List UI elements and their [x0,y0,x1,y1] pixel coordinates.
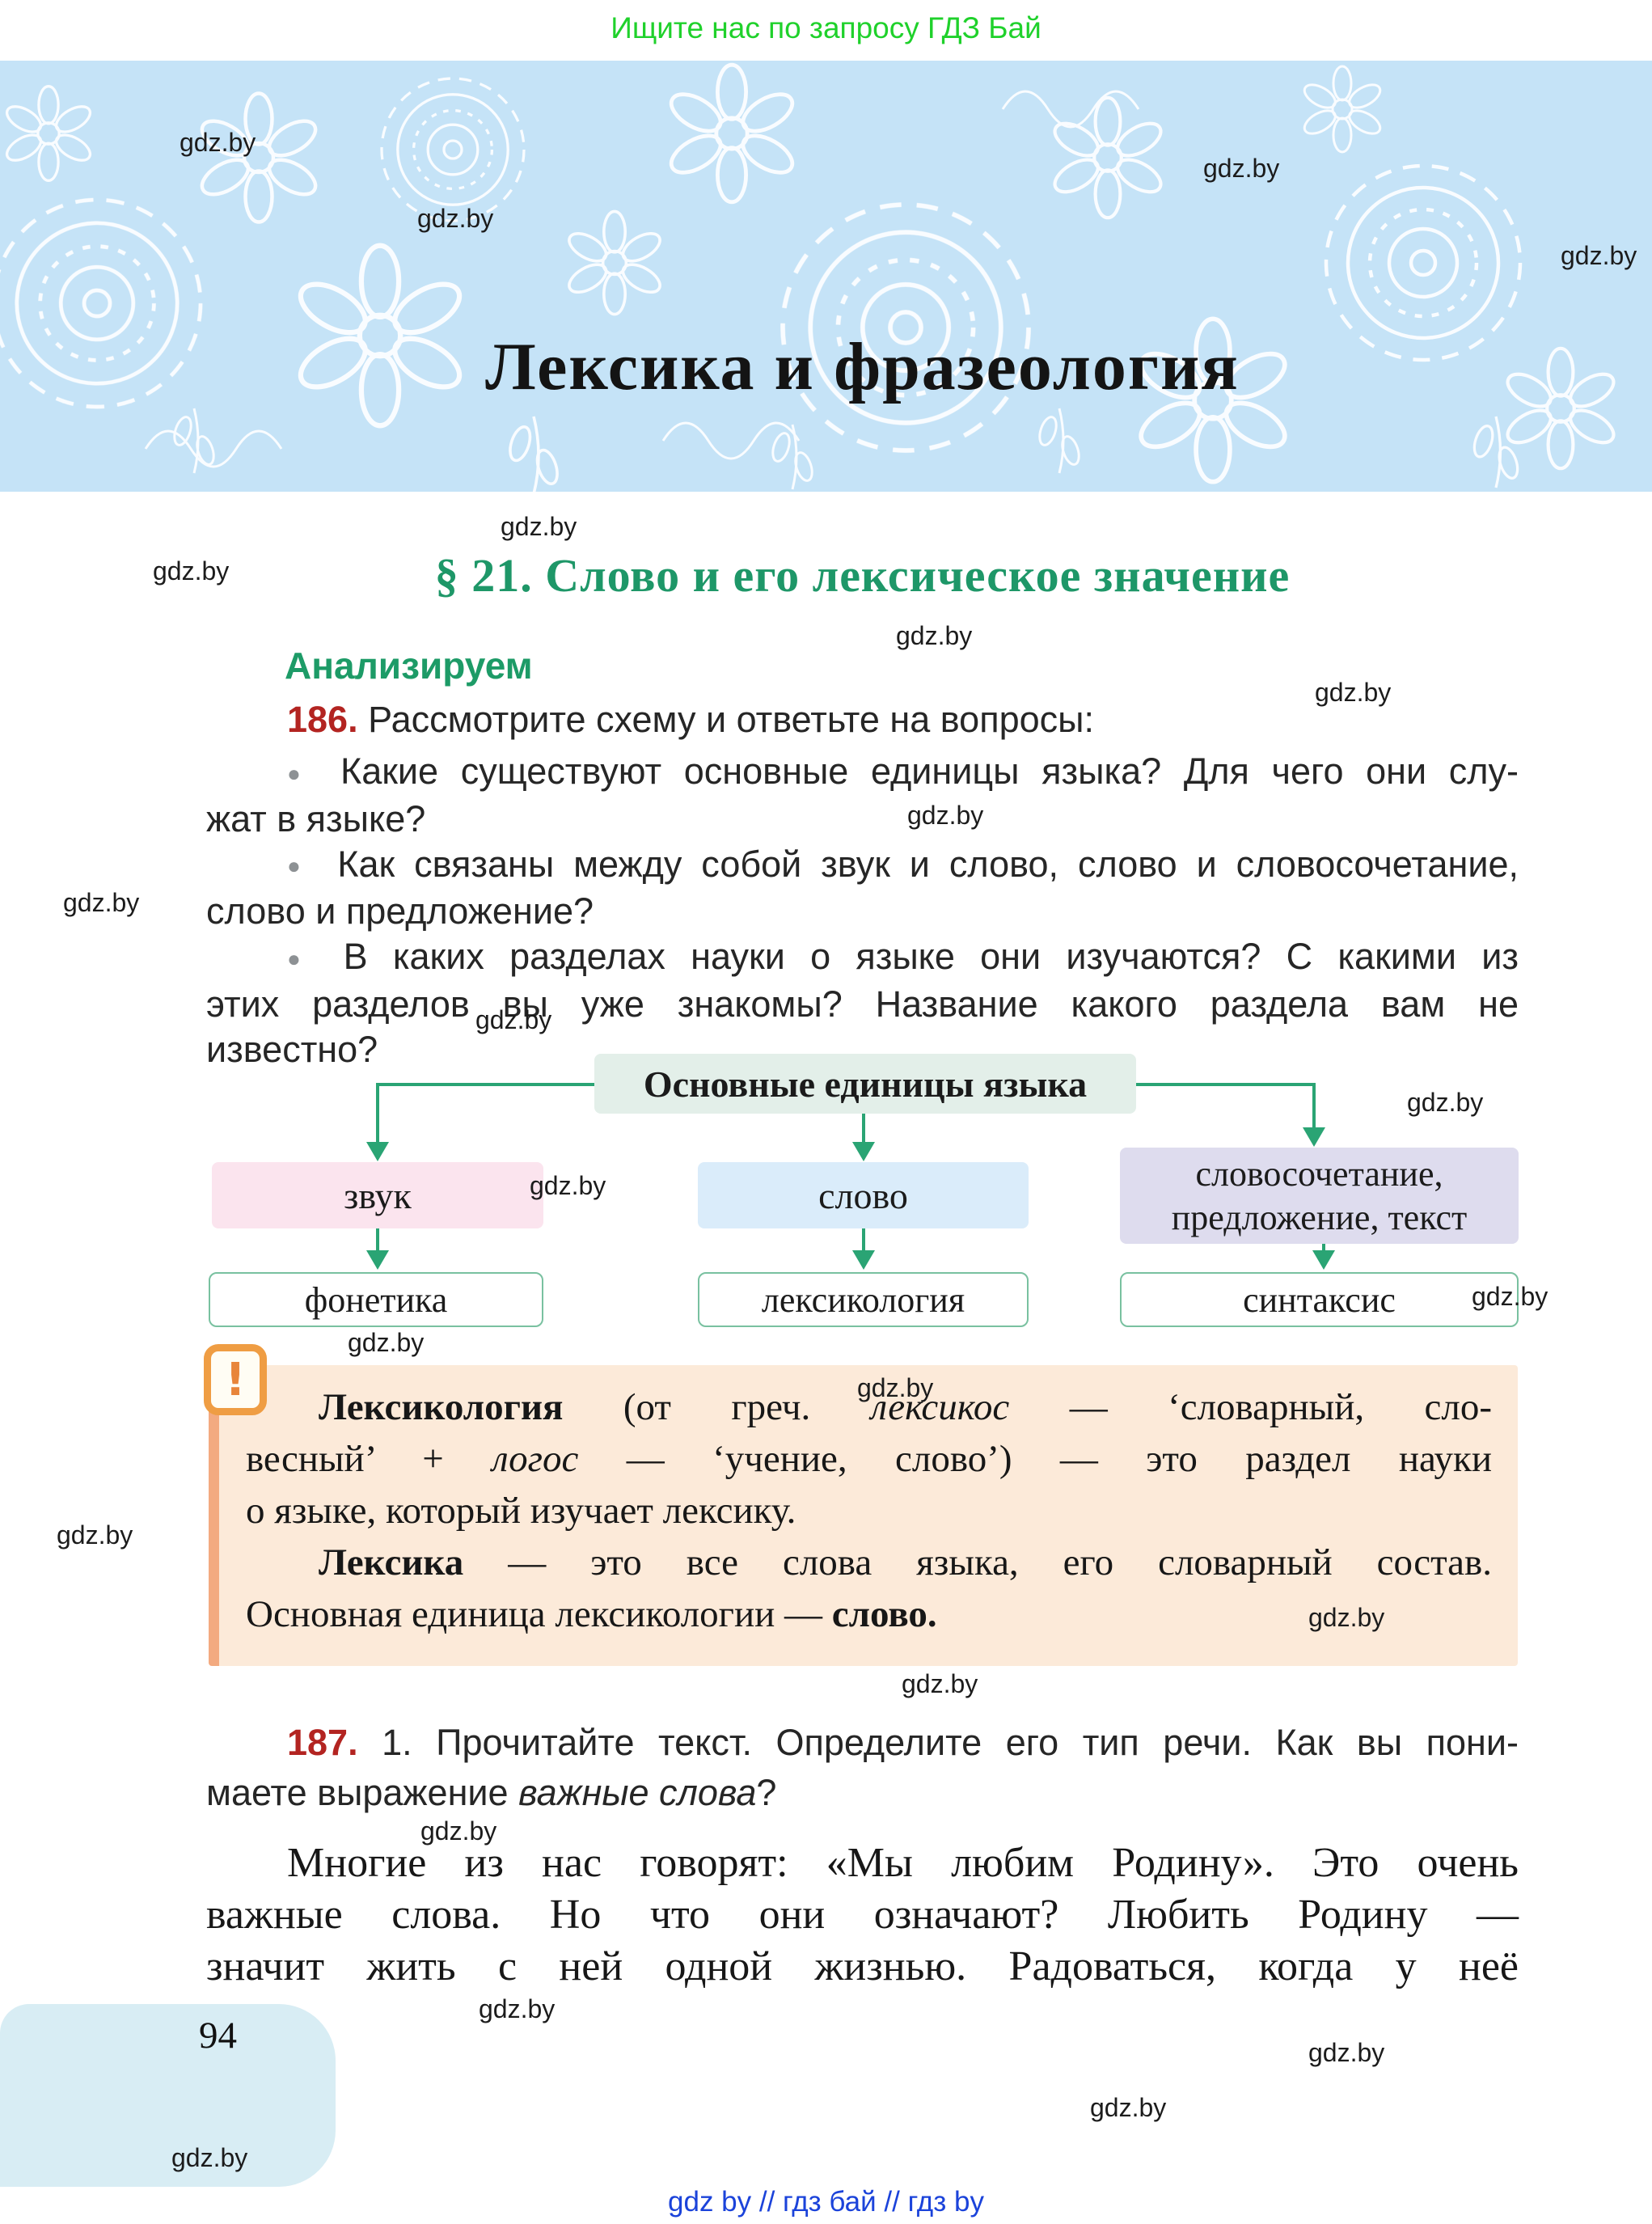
exclamation-icon: ! [204,1344,267,1415]
definition-text: Лексикология (от греч. лексикос — ‘слова… [246,1381,1492,1640]
gdz-watermark: gdz.by [63,888,140,917]
chapter-title: Лексика и фразеология [485,329,1240,404]
text-line: Основная единица лексикологии — слово. [246,1588,1492,1640]
diagram-box-syntax: синтаксис [1120,1272,1519,1327]
text-segment: Рассмотрите схему и ответьте на вопросы: [357,699,1094,740]
text-segment: слово. [831,1593,937,1635]
text-segment: о языке, который изучает лексику. [246,1490,796,1532]
text-line: значит жить с ней одной жизнью. Радовать… [206,1941,1519,1993]
diagram-box-root: Основные единицы языка [594,1054,1136,1114]
promo-banner: Ищите нас по запросу ГДЗ Бай [611,11,1041,44]
section-heading: § 21. Слово и его лексическое значение [434,549,1291,602]
text-line: этих разделов вы уже знакомы? Название к… [206,982,1519,1027]
text-segment: известно? [206,1028,378,1070]
text-line: весный’ + логос — ‘учение, слово’) — это… [246,1433,1492,1485]
text-line: о языке, который изучает лексику. [246,1485,1492,1537]
definition-callout: Лексикология (от греч. лексикос — ‘слова… [209,1365,1518,1666]
text-segment: важные слова [518,1772,757,1813]
page-number: 94 [199,2015,237,2057]
text-segment: ? [756,1772,777,1813]
text-line: 187. 1. Прочитайте текст. Определите его… [206,1718,1519,1768]
text-segment: Многие из нас говорят: «Мы любим Родину»… [287,1840,1519,1886]
text-segment: — это все слова языка, его словарный сос… [463,1541,1492,1583]
exercise-number: 187. [287,1722,358,1763]
text-segment: логос [492,1438,579,1480]
text-segment: слово и предложение? [206,890,594,932]
text-segment: этих разделов вы уже знакомы? Название к… [206,983,1519,1025]
text-line: слово и предложение? [206,889,1519,934]
text-segment: Как связаны между собой звук и слово, сл… [337,843,1519,885]
text-segment: 1. Прочитайте текст. Определите его тип … [357,1722,1519,1763]
text-line: 186. Рассмотрите схему и ответьте на воп… [206,697,1519,742]
bullet-icon: ● [287,760,313,786]
diagram-box-word: слово [698,1162,1029,1228]
bullet-icon: ● [287,945,316,971]
page-number-tab: 94 [0,2004,336,2187]
text-line: известно? [206,1027,1519,1072]
exercise-187-text: Многие из нас говорят: «Мы любим Родину»… [206,1837,1519,1993]
text-segment: — ‘словарный, сло- [1009,1386,1492,1428]
exercise-186: 186. Рассмотрите схему и ответьте на воп… [206,697,1519,1072]
text-segment: (от греч. [563,1386,871,1428]
activity-label: Анализируем [285,645,533,687]
text-segment: важные слова. Но что они означают? Любит… [206,1892,1519,1938]
text-line: важные слова. Но что они означают? Любит… [206,1889,1519,1941]
text-segment: — ‘учение, слово’) — это раздел науки [578,1438,1492,1480]
exclamation-mark: ! [225,1353,246,1406]
text-segment: Какие существуют основные единицы языка?… [340,750,1519,792]
footer-links[interactable]: gdz by // гдз бай // гдз by [668,2186,984,2218]
gdz-watermark: gdz.by [902,1669,978,1698]
gdz-watermark: gdz.by [479,1994,556,2023]
diagram-box-sound: звук [212,1162,543,1228]
chapter-header-band: Лексика и фразеология [0,61,1652,492]
text-line: маете выражение важные слова? [206,1768,1519,1818]
diagram-box-phrase-sentence-text: словосочетание, предложение, текст [1120,1148,1519,1244]
text-line: Лексикология (от греч. лексикос — ‘слова… [246,1381,1492,1433]
text-segment: Лексикология [319,1386,564,1428]
text-segment: лексикос [870,1386,1010,1428]
text-line: Лексика — это все слова языка, его слова… [246,1537,1492,1588]
gdz-watermark: gdz.by [1090,2093,1167,2122]
gdz-watermark: gdz.by [896,621,973,650]
text-segment: жат в языке? [206,797,426,839]
text-segment: В каких разделах науки о языке они изуча… [343,936,1519,978]
text-line: ● Как связаны между собой звук и слово, с… [206,842,1519,890]
text-segment: весный’ + [246,1438,492,1480]
gdz-watermark: gdz.by [1308,2038,1385,2067]
diagram-box-phonetics: фонетика [209,1272,543,1327]
text-segment: значит жить с ней одной жизнью. Радовать… [206,1943,1519,1989]
gdz-watermark: gdz.by [57,1520,133,1550]
gdz-watermark: gdz.by [501,512,577,541]
bullet-icon: ● [287,853,311,879]
text-segment: Лексика [319,1541,464,1583]
diagram-box-lexicology: лексикология [698,1272,1029,1327]
text-line: ● Какие существуют основные единицы языка… [206,749,1519,797]
text-line: Многие из нас говорят: «Мы любим Родину»… [206,1837,1519,1889]
text-segment: маете выражение [206,1772,519,1813]
text-line: жат в языке? [206,797,1519,842]
text-line: ● В каких разделах науки о языке они изуч… [206,934,1519,982]
floral-pattern [0,61,1652,492]
exercise-number: 186. [287,699,358,740]
gdz-watermark: gdz.by [1407,1088,1484,1117]
text-segment: Основная единица лексикологии — [246,1593,832,1635]
gdz-watermark: gdz.by [348,1328,425,1357]
exercise-187: 187. 1. Прочитайте текст. Определите его… [206,1718,1519,1818]
